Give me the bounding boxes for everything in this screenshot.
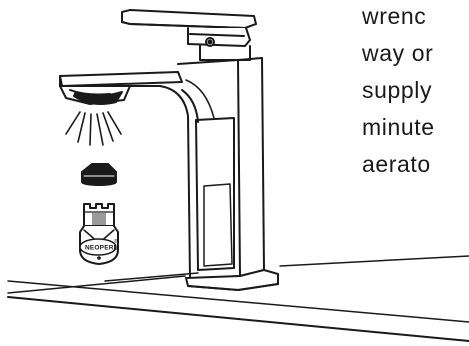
- instruction-line-3: supply: [362, 78, 432, 104]
- instruction-line-5: aerato: [362, 152, 431, 178]
- aerator-key-brand: NEOPERL: [85, 245, 118, 252]
- counter-surface: [8, 256, 469, 341]
- faucet-spout: [60, 72, 182, 104]
- aerator-insert: [82, 164, 116, 185]
- aerator-key-tool: [80, 204, 118, 264]
- registered-mark: ®: [114, 238, 118, 245]
- faucet-lever-handle: [122, 10, 256, 60]
- instruction-line-2: way or: [362, 41, 433, 67]
- water-spray: [66, 112, 121, 145]
- instruction-line-4: minute: [362, 115, 435, 141]
- instruction-line-1: wrenc: [362, 4, 426, 30]
